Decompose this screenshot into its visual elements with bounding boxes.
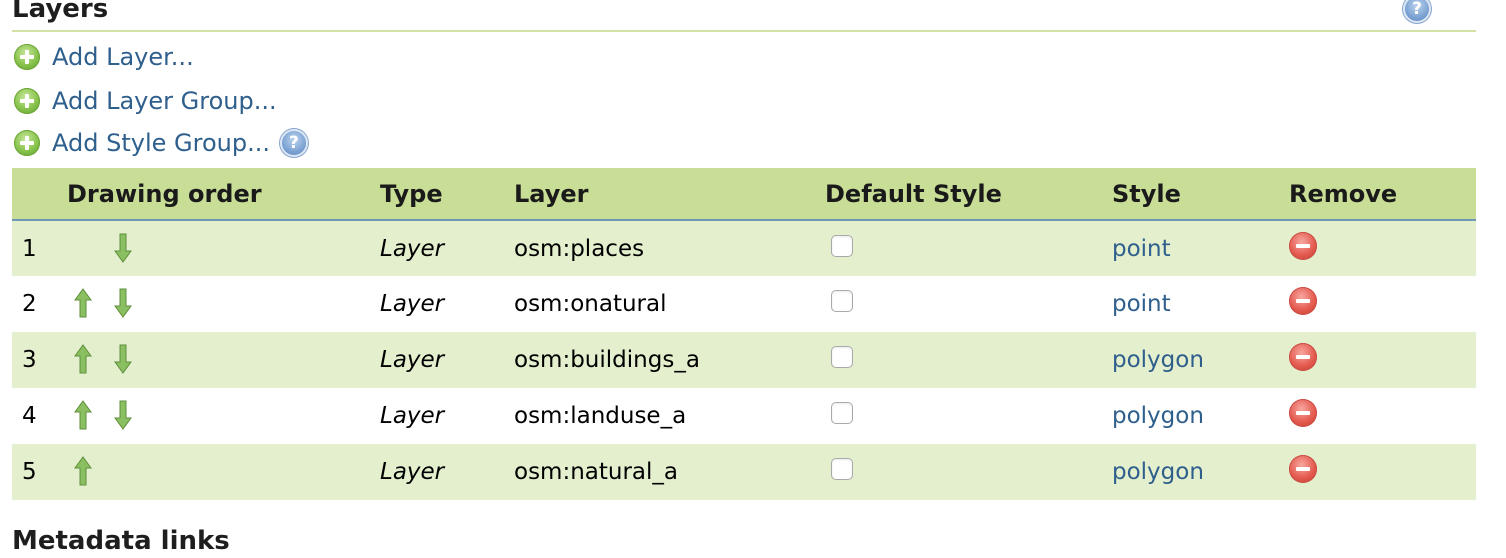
table-row: 4 Layer osm:landuse_a polygon xyxy=(12,388,1476,444)
move-up-arrow-icon[interactable] xyxy=(74,344,92,374)
style-cell: polygon xyxy=(1112,332,1289,388)
style-cell: polygon xyxy=(1112,388,1289,444)
section-title: Layers xyxy=(12,0,109,24)
layer-type: Layer xyxy=(380,291,445,317)
remove-icon[interactable] xyxy=(1289,455,1317,483)
add-icon xyxy=(14,88,40,114)
layer-type: Layer xyxy=(380,403,445,429)
column-header-default-style: Default Style xyxy=(825,168,1112,221)
move-down-arrow-icon[interactable] xyxy=(114,344,132,374)
default-style-checkbox[interactable] xyxy=(831,402,853,424)
style-cell: point xyxy=(1112,220,1289,276)
column-header-layer: Layer xyxy=(514,168,825,221)
default-style-checkbox[interactable] xyxy=(831,458,853,480)
order-number: 1 xyxy=(22,235,37,262)
remove-cell xyxy=(1289,388,1476,444)
column-header-remove: Remove xyxy=(1289,168,1476,221)
move-up-arrow-icon[interactable] xyxy=(74,400,92,430)
style-link[interactable]: point xyxy=(1112,291,1171,317)
default-style-checkbox[interactable] xyxy=(831,346,853,368)
remove-cell xyxy=(1289,276,1476,332)
layers-table: Drawing order Type Layer Default Style S… xyxy=(12,168,1476,500)
order-number: 2 xyxy=(22,291,37,317)
add-style-group-link[interactable]: Add Style Group... xyxy=(52,129,270,157)
default-style-cell xyxy=(825,388,1112,444)
table-row: 3 Layer osm:buildings_a polygon xyxy=(12,332,1476,388)
drawing-order-cell: 5 xyxy=(12,444,380,500)
layer-name: osm:onatural xyxy=(514,291,667,317)
add-layer-group-link[interactable]: Add Layer Group... xyxy=(52,87,277,115)
add-style-group-action[interactable]: Add Style Group... ? xyxy=(14,128,308,158)
remove-cell xyxy=(1289,220,1476,276)
order-number: 3 xyxy=(22,347,37,373)
remove-icon[interactable] xyxy=(1289,231,1317,260)
layer-type: Layer xyxy=(380,235,445,262)
add-layer-group-action[interactable]: Add Layer Group... xyxy=(14,86,277,116)
style-cell: point xyxy=(1112,276,1289,332)
title-divider xyxy=(12,30,1476,32)
next-section-title: Metadata links xyxy=(12,526,230,556)
style-cell: polygon xyxy=(1112,444,1289,500)
move-up-arrow-icon[interactable] xyxy=(74,288,92,318)
remove-cell xyxy=(1289,444,1476,500)
table-header-row: Drawing order Type Layer Default Style S… xyxy=(12,168,1476,221)
remove-cell xyxy=(1289,332,1476,388)
default-style-checkbox[interactable] xyxy=(831,290,853,312)
layer-type: Layer xyxy=(380,347,445,373)
add-icon xyxy=(14,44,40,70)
remove-icon[interactable] xyxy=(1289,343,1317,371)
drawing-order-cell: 1 xyxy=(12,220,380,276)
help-icon: ? xyxy=(1403,0,1431,23)
column-header-type: Type xyxy=(380,168,514,221)
layer-name: osm:places xyxy=(514,235,645,262)
remove-icon[interactable] xyxy=(1289,287,1317,315)
drawing-order-cell: 2 xyxy=(12,276,380,332)
style-link[interactable]: polygon xyxy=(1112,347,1204,373)
default-style-cell xyxy=(825,444,1112,500)
remove-icon[interactable] xyxy=(1289,399,1317,427)
style-link[interactable]: point xyxy=(1112,235,1171,262)
style-link[interactable]: polygon xyxy=(1112,459,1204,485)
help-icon[interactable]: ? xyxy=(279,129,308,157)
column-header-drawing-order: Drawing order xyxy=(12,168,380,221)
layer-type: Layer xyxy=(380,459,445,485)
column-header-style: Style xyxy=(1112,168,1289,221)
layer-name: osm:landuse_a xyxy=(514,403,687,429)
style-link[interactable]: polygon xyxy=(1112,403,1204,429)
table-row: 1 Layer osm:places point xyxy=(12,220,1476,276)
move-down-arrow-icon[interactable] xyxy=(114,233,132,263)
layer-name: osm:natural_a xyxy=(514,459,679,485)
order-number: 5 xyxy=(22,459,37,485)
default-style-checkbox[interactable] xyxy=(831,234,853,257)
default-style-cell xyxy=(825,276,1112,332)
add-layer-link[interactable]: Add Layer... xyxy=(52,43,194,71)
add-layer-action[interactable]: Add Layer... xyxy=(14,42,194,72)
layer-name: osm:buildings_a xyxy=(514,347,700,373)
default-style-cell xyxy=(825,332,1112,388)
drawing-order-cell: 3 xyxy=(12,332,380,388)
drawing-order-cell: 4 xyxy=(12,388,380,444)
section-help-button[interactable]: ? xyxy=(1403,0,1431,23)
order-number: 4 xyxy=(22,403,37,429)
move-down-arrow-icon[interactable] xyxy=(114,400,132,430)
add-icon xyxy=(14,130,40,156)
move-down-arrow-icon[interactable] xyxy=(114,288,132,318)
move-up-arrow-icon[interactable] xyxy=(74,456,92,486)
default-style-cell xyxy=(825,220,1112,276)
table-row: 5 Layer osm:natural_a polygon xyxy=(12,444,1476,500)
table-row: 2 Layer osm:onatural point xyxy=(12,276,1476,332)
